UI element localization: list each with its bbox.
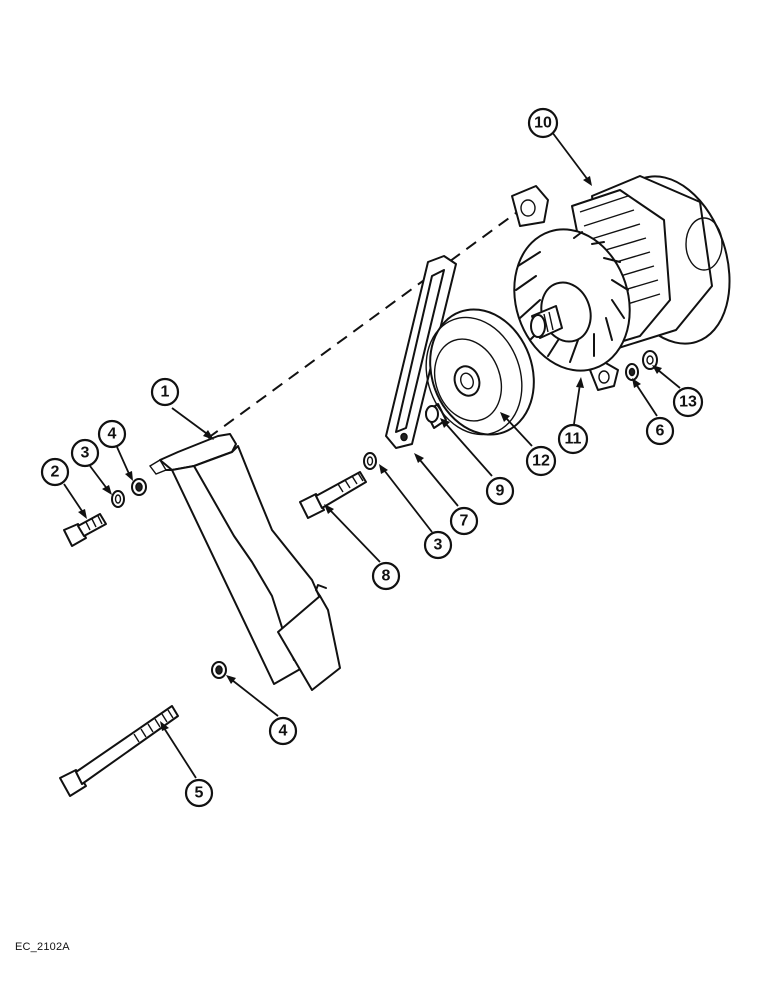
svg-text:8: 8 [382, 568, 391, 585]
nut-part [642, 350, 658, 370]
bracket-part [148, 433, 341, 691]
svg-text:3: 3 [81, 445, 90, 462]
washer-part [625, 363, 639, 381]
callout-1: 1 [150, 377, 180, 407]
flat-washer-part [211, 661, 227, 679]
svg-text:11: 11 [565, 431, 582, 448]
small-bolt-part [63, 513, 107, 547]
callout-13: 13 [672, 386, 704, 418]
svg-text:7: 7 [460, 513, 469, 530]
svg-text:2: 2 [51, 464, 60, 481]
drawing-code: EC_2102A [15, 941, 70, 953]
callout-6: 6 [645, 416, 675, 446]
leader-lines [63, 131, 681, 779]
alternator-part [511, 175, 731, 391]
svg-text:4: 4 [279, 723, 288, 740]
svg-text:12: 12 [532, 453, 550, 470]
medium-bolt-part [299, 471, 367, 519]
svg-text:6: 6 [656, 423, 665, 440]
callout-12: 12 [525, 445, 557, 477]
lock-washer-part [111, 490, 125, 508]
svg-text:9: 9 [496, 483, 505, 500]
pulley-part [425, 308, 535, 436]
callout-10: 10 [527, 107, 559, 139]
svg-text:3: 3 [434, 537, 443, 554]
callout-7: 7 [449, 506, 479, 536]
svg-text:10: 10 [534, 115, 552, 132]
flat-washer-part [131, 478, 147, 496]
svg-text:1: 1 [161, 384, 170, 401]
callout-3: 3 [423, 530, 453, 560]
lock-washer-part [363, 452, 377, 470]
svg-text:4: 4 [108, 426, 117, 443]
svg-text:13: 13 [679, 394, 697, 411]
callout-8: 8 [371, 561, 401, 591]
callout-4: 4 [97, 419, 127, 449]
callout-9: 9 [485, 476, 515, 506]
adjusting-strap-part [385, 255, 457, 449]
svg-text:5: 5 [195, 785, 204, 802]
callout-3: 3 [70, 438, 100, 468]
assembly-dashed-line [207, 209, 521, 439]
long-bolt-part [59, 705, 179, 797]
callout-2: 2 [40, 457, 70, 487]
callout-5: 5 [184, 778, 214, 808]
callout-4: 4 [268, 716, 298, 746]
callout-11: 11 [557, 423, 589, 455]
